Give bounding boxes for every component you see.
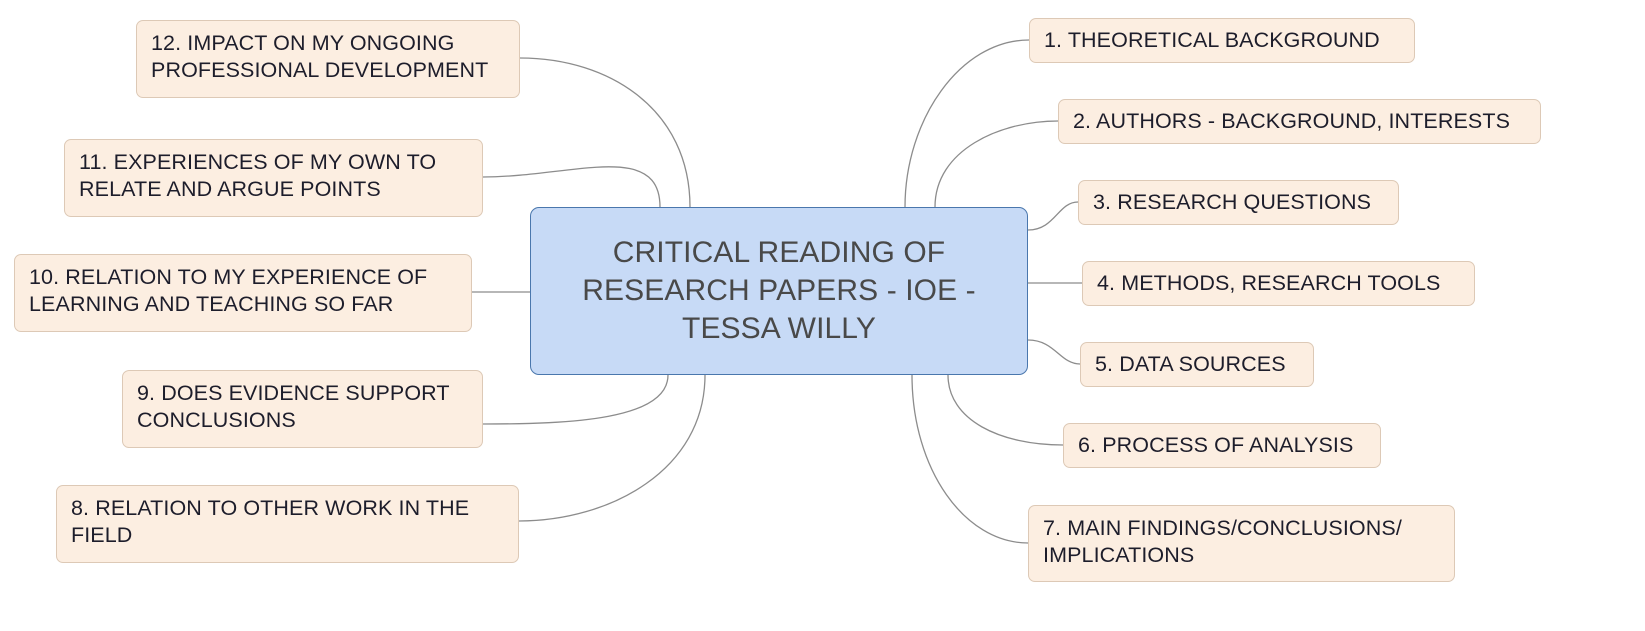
branch-node-10[interactable]: 10. RELATION TO MY EXPERIENCE OF LEARNIN… bbox=[14, 254, 472, 332]
edge-to-branch-1 bbox=[904, 39, 1030, 208]
branch-node-6[interactable]: 6. PROCESS OF ANALYSIS bbox=[1063, 423, 1381, 468]
edge-to-branch-5 bbox=[1027, 339, 1081, 365]
branch-node-5-label: 5. DATA SOURCES bbox=[1095, 351, 1286, 376]
branch-node-1-label: 1. THEORETICAL BACKGROUND bbox=[1044, 27, 1380, 52]
branch-node-8[interactable]: 8. RELATION TO OTHER WORK IN THE FIELD bbox=[56, 485, 519, 563]
edge-to-branch-6 bbox=[947, 374, 1064, 446]
edge-to-branch-3 bbox=[1027, 201, 1079, 231]
branch-node-8-label: 8. RELATION TO OTHER WORK IN THE FIELD bbox=[71, 496, 470, 548]
branch-node-9-label: 9. DOES EVIDENCE SUPPORT CONCLUSIONS bbox=[137, 381, 450, 433]
branch-node-10-label: 10. RELATION TO MY EXPERIENCE OF LEARNIN… bbox=[29, 265, 428, 317]
edge-to-branch-11 bbox=[482, 166, 661, 208]
edge-to-branch-9 bbox=[482, 374, 669, 425]
branch-node-6-label: 6. PROCESS OF ANALYSIS bbox=[1078, 432, 1354, 457]
branch-node-12-label: 12. IMPACT ON MY ONGOING PROFESSIONAL DE… bbox=[151, 31, 489, 83]
branch-node-4[interactable]: 4. METHODS, RESEARCH TOOLS bbox=[1082, 261, 1475, 306]
edge-to-branch-12 bbox=[519, 57, 691, 208]
branch-node-2[interactable]: 2. AUTHORS - BACKGROUND, INTERESTS bbox=[1058, 99, 1541, 144]
branch-node-7-label: 7. MAIN FINDINGS/CONCLUSIONS/ IMPLICATIO… bbox=[1043, 516, 1402, 568]
central-node[interactable]: CRITICAL READING OF RESEARCH PAPERS - IO… bbox=[530, 207, 1028, 375]
branch-node-11[interactable]: 11. EXPERIENCES OF MY OWN TO RELATE AND … bbox=[64, 139, 483, 217]
branch-node-3-label: 3. RESEARCH QUESTIONS bbox=[1093, 189, 1372, 214]
branch-node-12[interactable]: 12. IMPACT ON MY ONGOING PROFESSIONAL DE… bbox=[136, 20, 520, 98]
branch-node-9[interactable]: 9. DOES EVIDENCE SUPPORT CONCLUSIONS bbox=[122, 370, 483, 448]
branch-node-3[interactable]: 3. RESEARCH QUESTIONS bbox=[1078, 180, 1399, 225]
branch-node-11-label: 11. EXPERIENCES OF MY OWN TO RELATE AND … bbox=[79, 150, 437, 202]
edge-to-branch-8 bbox=[518, 374, 706, 522]
branch-node-7[interactable]: 7. MAIN FINDINGS/CONCLUSIONS/ IMPLICATIO… bbox=[1028, 505, 1455, 582]
edge-to-branch-2 bbox=[934, 120, 1059, 208]
branch-node-5[interactable]: 5. DATA SOURCES bbox=[1080, 342, 1314, 387]
branch-node-4-label: 4. METHODS, RESEARCH TOOLS bbox=[1097, 270, 1441, 295]
central-node-label: CRITICAL READING OF RESEARCH PAPERS - IO… bbox=[582, 235, 976, 346]
branch-node-1[interactable]: 1. THEORETICAL BACKGROUND bbox=[1029, 18, 1415, 63]
branch-node-2-label: 2. AUTHORS - BACKGROUND, INTERESTS bbox=[1073, 108, 1511, 133]
edge-to-branch-7 bbox=[911, 374, 1029, 544]
